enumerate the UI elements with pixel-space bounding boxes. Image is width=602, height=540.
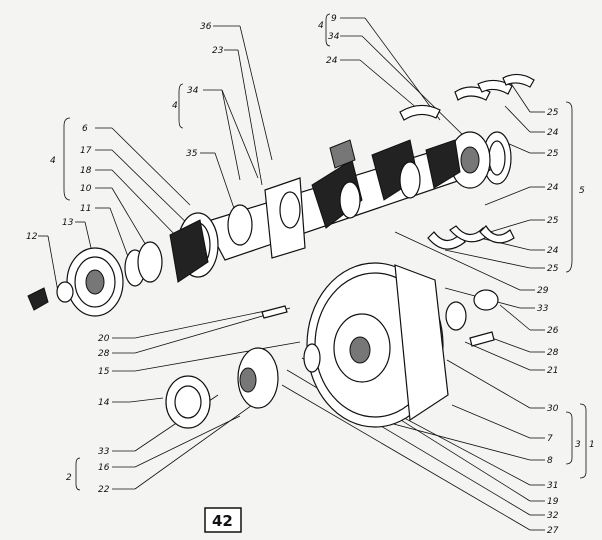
label-19: 19 bbox=[547, 497, 559, 507]
label-4: 4 bbox=[172, 101, 178, 111]
label-7: 7 bbox=[547, 434, 553, 444]
label-17: 17 bbox=[80, 146, 92, 156]
label-21: 21 bbox=[547, 366, 558, 376]
label-16: 16 bbox=[98, 463, 110, 473]
flange-and-seals bbox=[165, 289, 499, 429]
label-31: 31 bbox=[547, 481, 558, 491]
label-25: 25 bbox=[547, 264, 559, 274]
label-25: 25 bbox=[547, 149, 559, 159]
group-brackets bbox=[63, 13, 587, 491]
label-14: 14 bbox=[98, 398, 110, 408]
label-4: 4 bbox=[318, 21, 324, 31]
label-24: 24 bbox=[326, 56, 338, 66]
front-gear bbox=[169, 212, 219, 283]
label-24: 24 bbox=[547, 128, 559, 138]
label-36: 36 bbox=[200, 22, 212, 32]
label-4: 4 bbox=[50, 156, 56, 166]
crankshaft bbox=[204, 131, 491, 261]
label-6: 6 bbox=[82, 124, 88, 134]
label-2: 2 bbox=[66, 473, 72, 483]
bearing-shells-lower bbox=[427, 225, 515, 250]
figure-number-box: 42 bbox=[204, 507, 242, 533]
label-13: 13 bbox=[62, 218, 74, 228]
label-8: 8 bbox=[547, 456, 553, 466]
pulley-assembly bbox=[27, 241, 163, 317]
label-3: 3 bbox=[575, 440, 581, 450]
label-27: 27 bbox=[547, 526, 559, 536]
label-25: 25 bbox=[547, 216, 559, 226]
label-24: 24 bbox=[547, 246, 559, 256]
label-23: 23 bbox=[212, 46, 224, 56]
label-34: 34 bbox=[328, 32, 340, 42]
label-5: 5 bbox=[579, 186, 585, 196]
timing-gear-rear bbox=[482, 131, 512, 185]
flywheel bbox=[306, 262, 449, 428]
label-12: 12 bbox=[26, 232, 38, 242]
label-33: 33 bbox=[98, 447, 110, 457]
part-labels: 9 36 4 34 23 24 4 34 25 6 24 4 17 35 25 … bbox=[26, 14, 595, 536]
label-11: 11 bbox=[80, 204, 91, 214]
label-30: 30 bbox=[547, 404, 559, 414]
label-15: 15 bbox=[98, 367, 110, 377]
label-32: 32 bbox=[547, 511, 559, 521]
label-33: 33 bbox=[537, 304, 549, 314]
label-18: 18 bbox=[80, 166, 92, 176]
label-24: 24 bbox=[547, 183, 559, 193]
bearing-shells-upper bbox=[399, 73, 535, 121]
label-1: 1 bbox=[589, 440, 595, 450]
label-9: 9 bbox=[331, 14, 337, 24]
label-26: 26 bbox=[547, 326, 559, 336]
label-25: 25 bbox=[547, 108, 559, 118]
label-20: 20 bbox=[98, 334, 110, 344]
figure-number: 42 bbox=[212, 512, 233, 530]
label-28: 28 bbox=[98, 349, 110, 359]
label-35: 35 bbox=[186, 149, 198, 159]
label-10: 10 bbox=[80, 184, 92, 194]
label-29: 29 bbox=[537, 286, 549, 296]
label-28: 28 bbox=[547, 348, 559, 358]
label-22: 22 bbox=[98, 485, 110, 495]
label-34: 34 bbox=[187, 86, 199, 96]
